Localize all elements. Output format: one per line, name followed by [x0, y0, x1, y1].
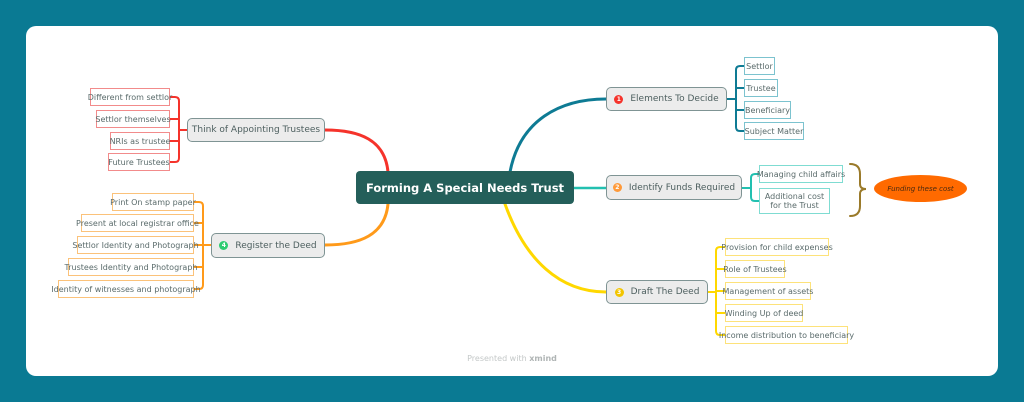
subtopic[interactable]: Trustees Identity and Photograph	[65, 258, 197, 276]
connector-register	[323, 202, 390, 247]
footer-prefix: Presented with	[467, 354, 527, 363]
subtopic[interactable]: Future Trustees	[108, 153, 170, 171]
subtopic[interactable]: Print On stamp paper	[110, 193, 196, 211]
topic-identify-funds[interactable]: 2 Identify Funds Required	[606, 175, 742, 200]
connector-draft	[503, 202, 608, 294]
subtopic[interactable]: Beneficiary	[744, 101, 791, 119]
topic-draft-deed[interactable]: 3 Draft The Deed	[606, 280, 708, 304]
subtopic[interactable]: Settlor themselves	[95, 110, 171, 128]
number-2-icon: 2	[612, 183, 622, 192]
subtopic[interactable]: NRIs as trustee	[110, 132, 170, 150]
topic-label: Elements To Decide	[630, 94, 719, 104]
topic-register-deed[interactable]: 4 Register the Deed	[211, 233, 325, 258]
subtopic[interactable]: Identity of witnesses and photograph	[51, 280, 201, 298]
subtopic[interactable]: Trustee	[744, 79, 778, 97]
subtopic[interactable]: Managing child affairs	[757, 165, 845, 183]
number-3-icon: 3	[614, 287, 624, 297]
subtopic[interactable]: Present at local registrar office	[76, 214, 199, 232]
subtopic[interactable]: Settlor	[744, 57, 775, 75]
topic-elements-to-decide[interactable]: 1 Elements To Decide	[606, 87, 727, 111]
subtopic[interactable]: Winding Up of deed	[725, 304, 803, 322]
topic-appointing-trustees[interactable]: Think of Appointing Trustees	[187, 118, 325, 142]
footer-credit: Presented with xmind	[0, 354, 1024, 363]
subtopic[interactable]: Role of Trustees	[723, 260, 787, 278]
summary-callout[interactable]: Funding these cost	[874, 175, 967, 202]
topic-label: Think of Appointing Trustees	[191, 125, 321, 135]
xmind-logo[interactable]: xmind	[529, 354, 557, 363]
connector-trustees	[323, 128, 390, 174]
subtopic[interactable]: Income distribution to beneficiary	[719, 326, 854, 344]
topic-label: Draft The Deed	[630, 287, 700, 297]
subtopic[interactable]: Settlor Identity and Photograph	[72, 236, 199, 254]
subtopic[interactable]: Different from settlor	[88, 88, 172, 106]
connector-elements	[508, 97, 608, 174]
central-topic[interactable]: Forming A Special Needs Trust	[356, 171, 574, 204]
subtopic[interactable]: Additional cost for the Trust	[759, 188, 830, 214]
topic-label: Identify Funds Required	[628, 182, 736, 193]
number-4-icon: 4	[219, 241, 229, 250]
number-1-icon: 1	[614, 94, 624, 104]
topic-label: Register the Deed	[235, 240, 317, 251]
subtopic[interactable]: Subject Matter	[744, 122, 804, 140]
summary-brace	[849, 163, 867, 217]
subtopic[interactable]: Management of assets	[723, 282, 813, 300]
subtopic[interactable]: Provision for child expenses	[721, 238, 833, 256]
